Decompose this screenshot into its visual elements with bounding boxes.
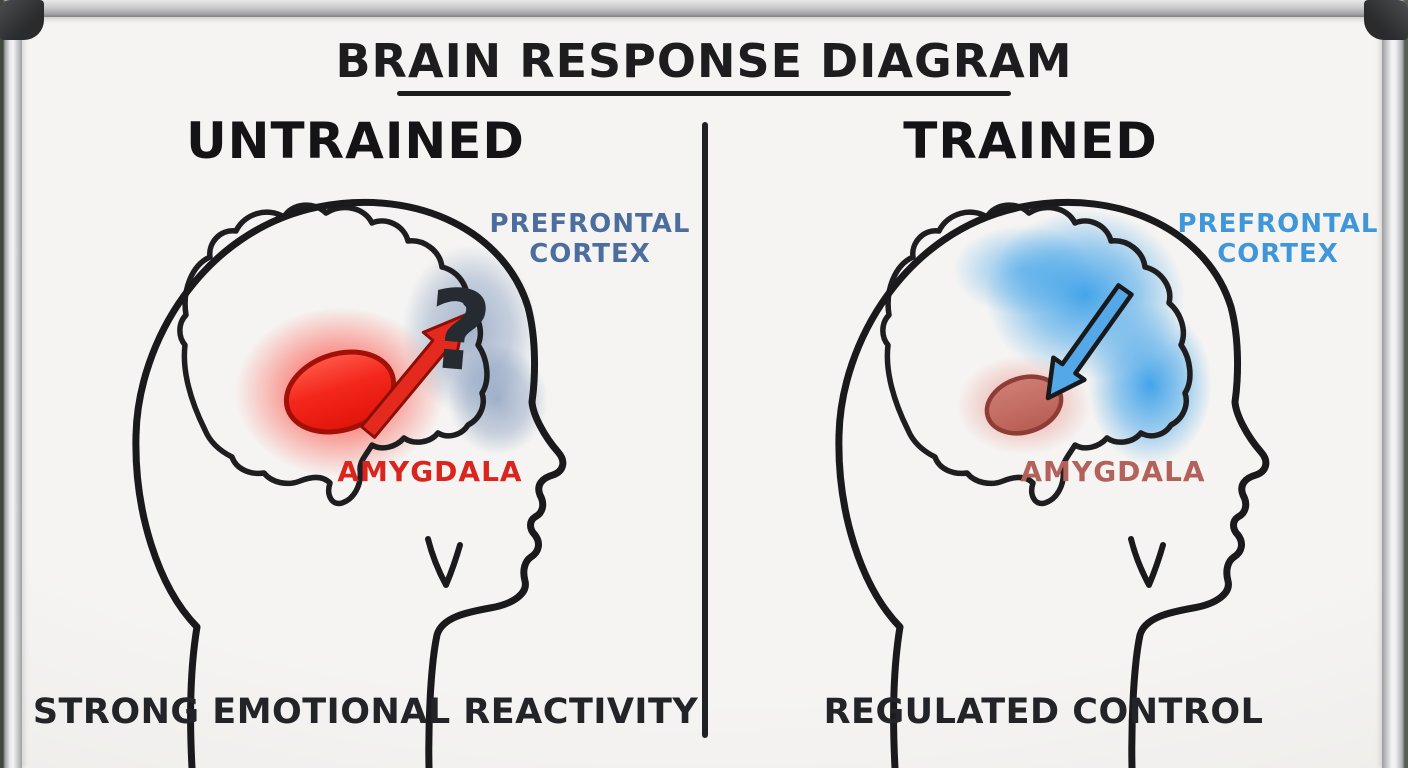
- whiteboard-frame-right: [1382, 0, 1408, 768]
- trained-panel: TRAINED PREFRON: [705, 0, 1382, 768]
- amygdala-label: AMYGDALA: [1020, 455, 1206, 488]
- head-profile-outline: [132, 199, 567, 768]
- prefrontal-cortex-label: PREFRONTAL CORTEX: [489, 209, 691, 269]
- frame-corner-top-right: [1364, 0, 1408, 40]
- brain-outline: [880, 202, 1193, 507]
- untrained-panel: UNTRAINED P: [26, 0, 705, 768]
- untrained-head-diagram: [132, 199, 567, 768]
- panel-divider: [702, 122, 708, 738]
- trained-caption: REGULATED CONTROL: [823, 692, 1264, 732]
- amygdala-label: AMYGDALA: [337, 455, 523, 488]
- page-title: BRAIN RESPONSE DIAGRAM: [335, 34, 1073, 88]
- whiteboard-frame-left: [0, 0, 22, 768]
- frame-corner-top-left: [0, 0, 44, 40]
- ear-mark: [425, 536, 463, 588]
- trained-header: TRAINED: [903, 112, 1158, 170]
- question-mark: ?: [421, 264, 497, 398]
- prefrontal-to-amygdala-arrow-icon: [1045, 283, 1134, 401]
- title-underline: [397, 91, 1011, 96]
- amygdala-to-prefrontal-arrow-icon: [360, 313, 467, 439]
- whiteboard-frame-top: [0, 0, 1408, 17]
- prefrontal-cortex-label: PREFRONTAL CORTEX: [1177, 209, 1379, 269]
- prefrontal-active-glow-upper: [953, 225, 1093, 315]
- ear-mark: [1128, 536, 1166, 588]
- trained-head-diagram: [835, 199, 1270, 768]
- head-profile-outline: [835, 199, 1270, 768]
- amygdala-blob-active: [283, 349, 397, 435]
- prefrontal-inactive-blob-lower: [448, 345, 548, 455]
- brain-outline: [177, 202, 490, 507]
- untrained-header: UNTRAINED: [186, 112, 525, 170]
- untrained-caption: STRONG EMOTIONAL REACTIVITY: [32, 692, 699, 732]
